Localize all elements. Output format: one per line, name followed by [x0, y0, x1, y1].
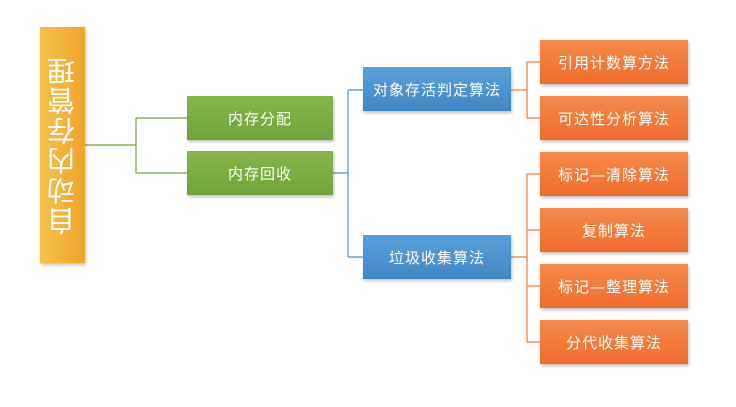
node-reachability-analysis: 可达性分析算法: [540, 96, 688, 140]
node-label: 对象存活判定算法: [372, 80, 501, 99]
node-label: 复制算法: [581, 221, 646, 240]
node-label: 内存回收: [227, 164, 292, 183]
node-label: 标记—整理算法: [557, 277, 670, 296]
root-label: 自动内存管理: [46, 55, 79, 235]
node-mark-sweep: 标记—清除算法: [540, 152, 688, 196]
root-to-l1-trunk: [85, 117, 187, 174]
l2a-to-l3: [511, 61, 540, 119]
node-reference-counting: 引用计数算方法: [540, 40, 688, 84]
l2b-to-l3: [511, 173, 540, 343]
root-connectors: [85, 117, 187, 174]
root-node: 自动内存管理: [40, 27, 85, 263]
node-memory-allocation: 内存分配: [187, 96, 333, 140]
node-gc-algorithms: 垃圾收集算法: [363, 235, 511, 279]
node-label: 分代收集算法: [565, 333, 662, 352]
l1-connectors: [333, 89, 363, 258]
node-label: 垃圾收集算法: [388, 248, 485, 267]
l1-to-l2-trunk: [333, 89, 363, 258]
node-generational-collection: 分代收集算法: [540, 320, 688, 364]
node-label: 标记—清除算法: [557, 165, 670, 184]
l2-connectors: [511, 61, 540, 343]
node-liveness-algorithms: 对象存活判定算法: [363, 67, 511, 111]
node-copying: 复制算法: [540, 208, 688, 252]
node-label: 引用计数算方法: [557, 53, 670, 72]
node-label: 可达性分析算法: [557, 109, 670, 128]
node-memory-reclaim: 内存回收: [187, 151, 333, 195]
node-mark-compact: 标记—整理算法: [540, 264, 688, 308]
node-label: 内存分配: [227, 109, 292, 128]
